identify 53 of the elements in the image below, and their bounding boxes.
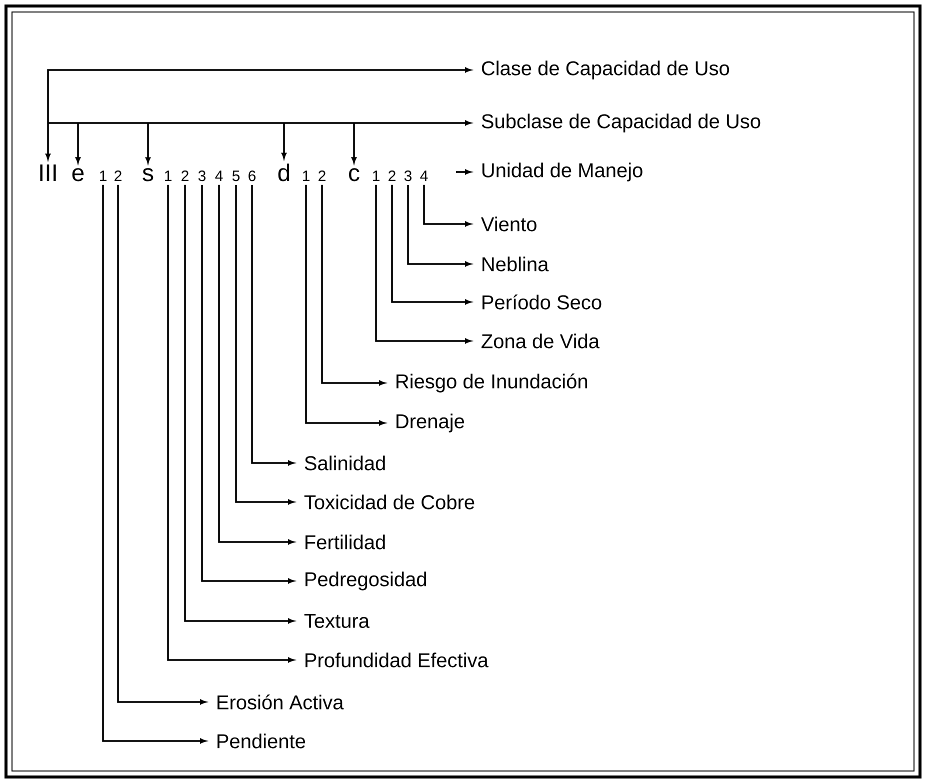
code-letter: III	[40, 164, 56, 181]
code-digit: 2	[114, 170, 122, 181]
code-digit: 2	[318, 170, 326, 181]
category-label: Fertilidad	[306, 534, 385, 550]
arrow	[235, 185, 294, 504]
category-label: Profundidad Efectiva	[306, 652, 488, 668]
code-letter: s	[142, 168, 154, 182]
code-letter: c	[349, 168, 360, 182]
arrow	[321, 184, 385, 386]
code-letter: d	[278, 164, 290, 182]
arrow	[102, 184, 206, 744]
arrow	[251, 185, 294, 466]
category-label: Textura	[304, 614, 370, 628]
code-digit: 1	[302, 170, 310, 181]
code-digit: 4	[215, 170, 223, 181]
category-label: Período Seco	[482, 294, 602, 310]
category-label: Pendiente	[218, 734, 306, 748]
category-label: Zona de Vida	[482, 334, 600, 348]
code-digit: 1	[372, 170, 380, 181]
arrow	[117, 184, 206, 704]
code-letter: e	[72, 168, 84, 182]
category-label: Toxicidad de Cobre	[304, 494, 474, 510]
category-label: Viento	[481, 216, 536, 232]
category-label: Salinidad	[304, 456, 385, 470]
arrow	[456, 170, 471, 174]
arrow	[201, 185, 294, 584]
category-label: Riesgo de Inundación	[396, 374, 588, 392]
arrow	[375, 184, 471, 344]
arrow	[46, 68, 471, 160]
code-digit: 2	[182, 170, 188, 181]
category-label: Drenaje	[396, 414, 464, 432]
code-digit: 4	[420, 170, 428, 181]
arrow	[218, 184, 294, 544]
arrow	[407, 185, 471, 266]
category-label: Pedregosidad	[306, 572, 426, 590]
code-digit: 3	[198, 170, 206, 182]
code-digit: 6	[248, 170, 256, 182]
category-label: Subclase de Capacidad de Uso	[482, 114, 760, 132]
arrow	[167, 184, 294, 662]
code-digit: 2	[388, 170, 396, 181]
category-label: Clase de Capacidad de Uso	[482, 60, 730, 80]
arrow	[184, 184, 294, 624]
arrow	[48, 120, 471, 163]
code-digit: 3	[404, 170, 412, 182]
category-label: Unidad de Manejo	[482, 162, 642, 182]
category-label: Erosión Activa	[218, 694, 344, 710]
code-digit: 1	[164, 170, 172, 181]
arrow	[305, 184, 385, 426]
arrow	[423, 184, 471, 226]
code-digit: 5	[232, 170, 240, 182]
code-digit: 1	[100, 170, 106, 181]
arrow	[391, 184, 471, 304]
category-label: Neblina	[482, 256, 549, 272]
